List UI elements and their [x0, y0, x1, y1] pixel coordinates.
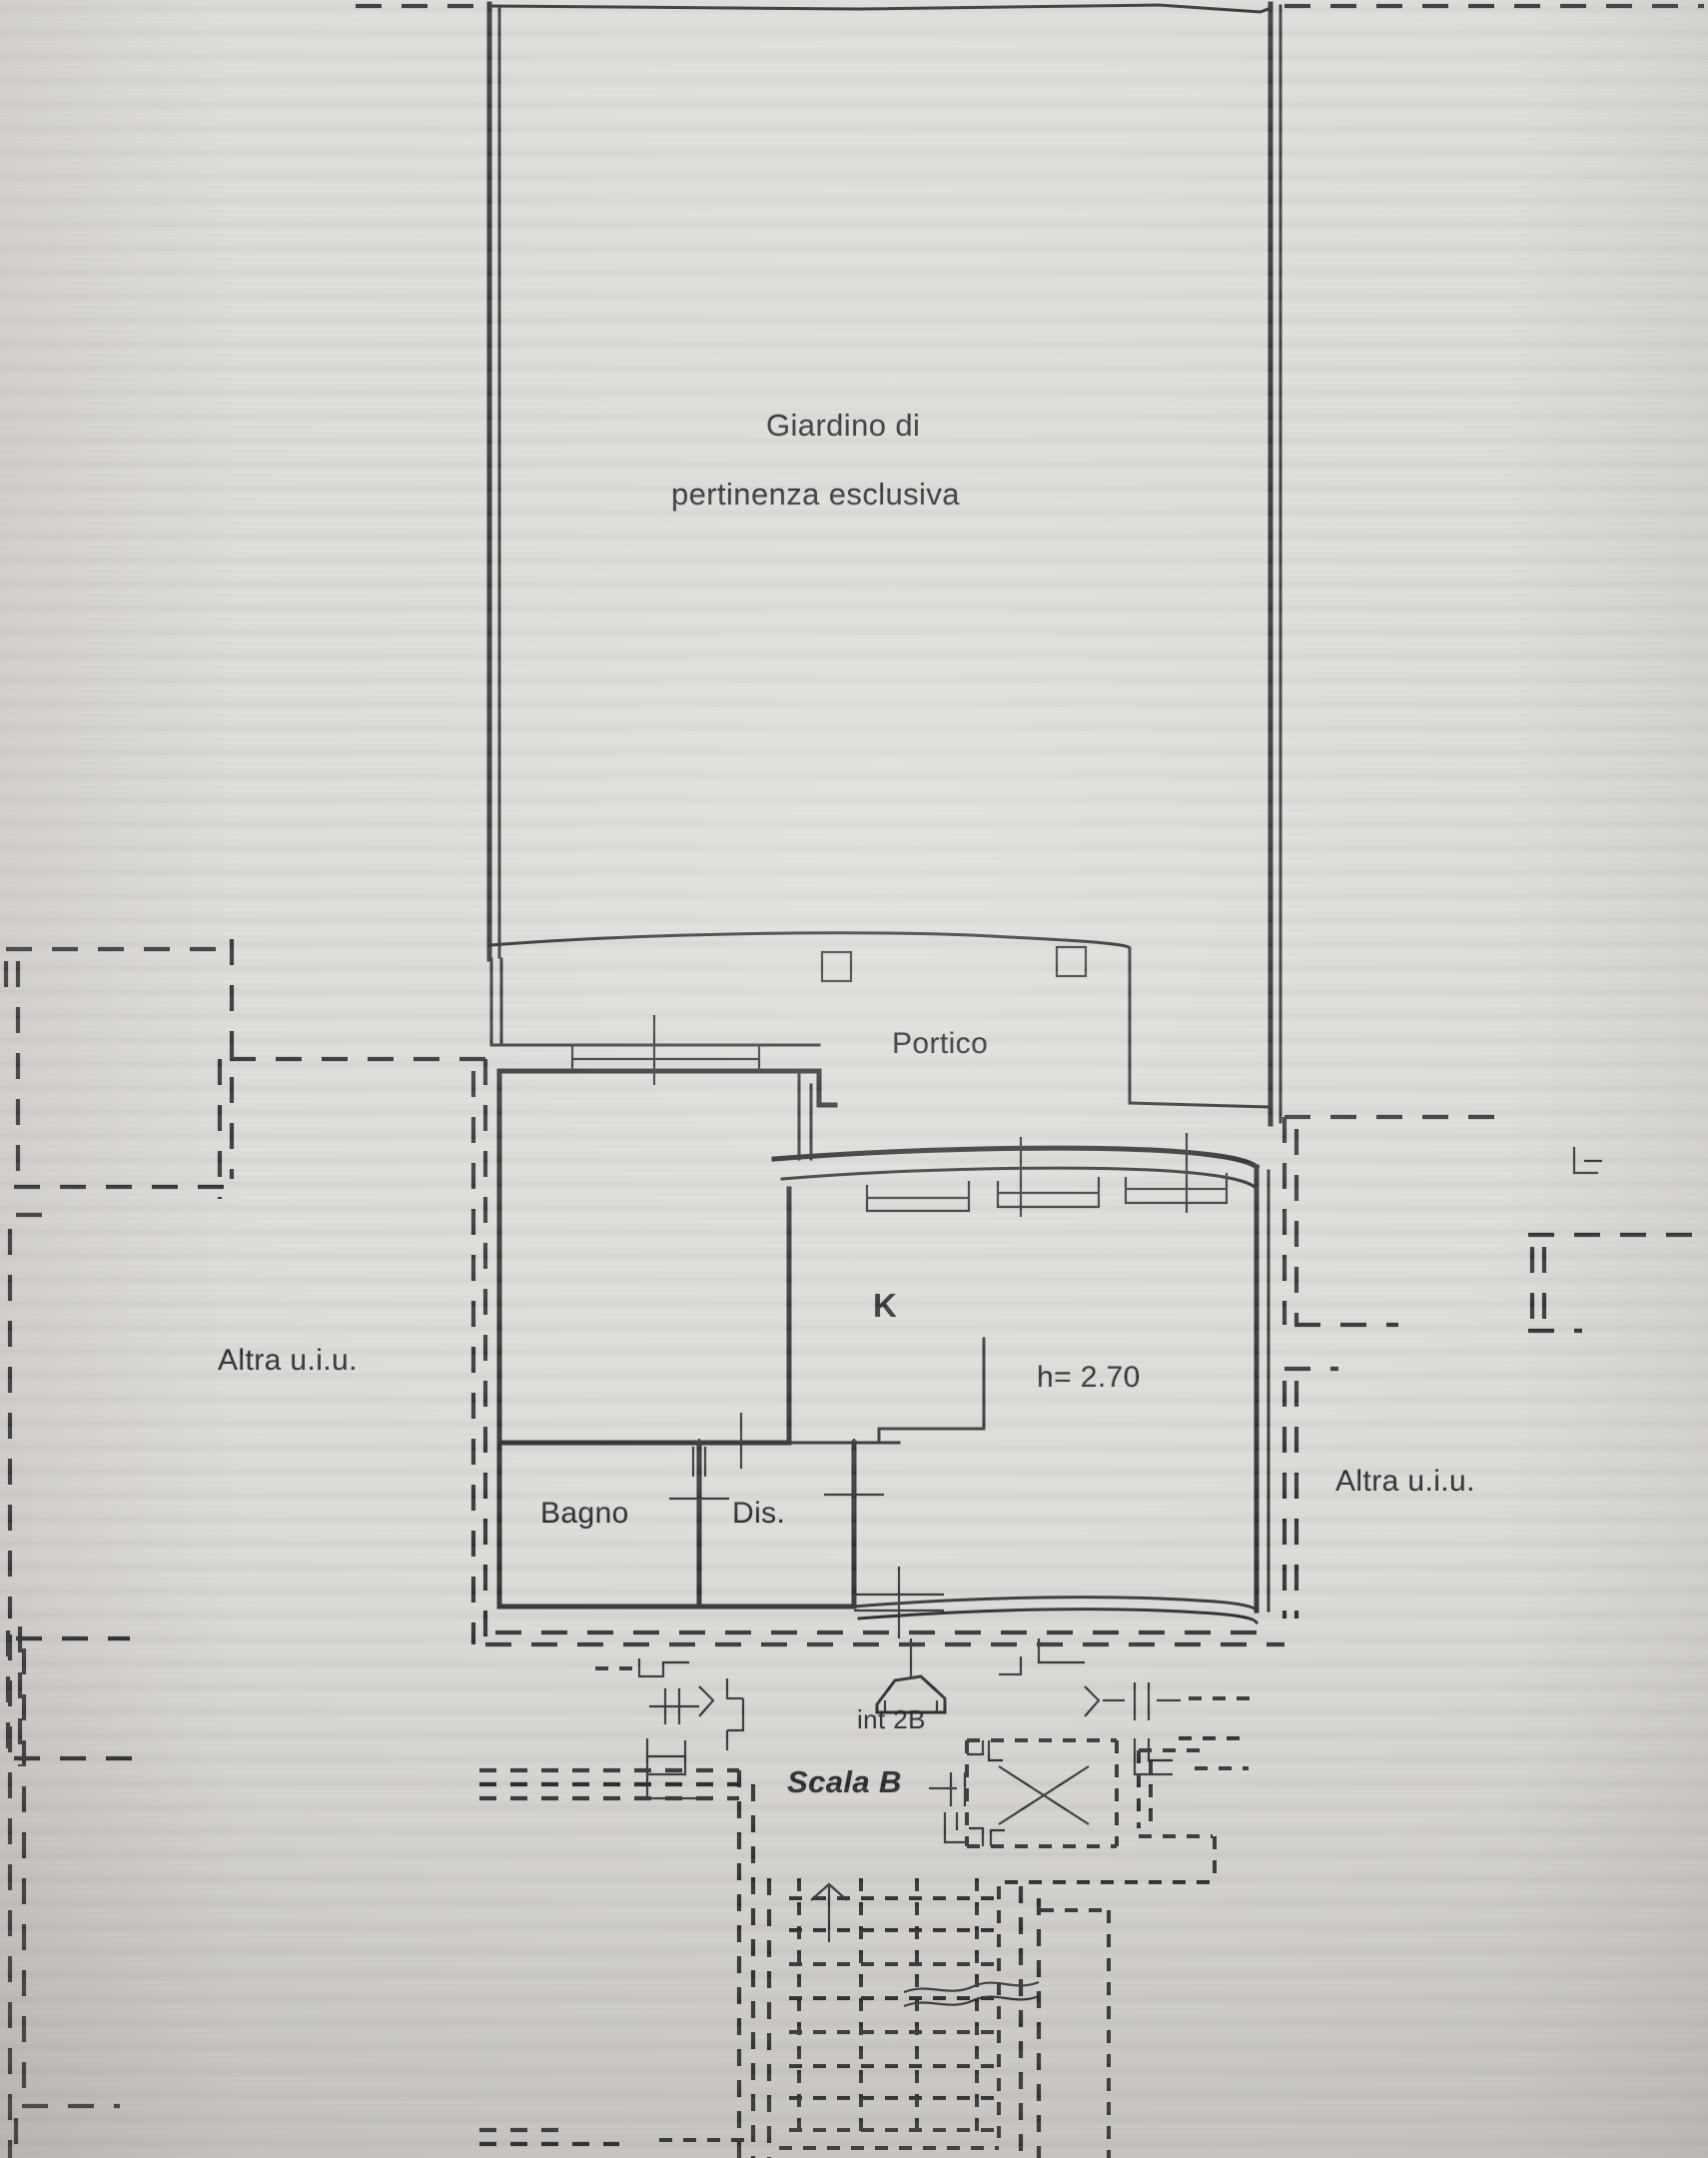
apartment-walls [496, 1015, 1271, 1638]
garden-label-line1: Giardino di [766, 408, 921, 443]
portico-label: Portico [892, 1027, 989, 1060]
door-swing-icon [698, 1678, 745, 1750]
staircase-label: Scala B [787, 1764, 902, 1799]
column-square-icon [820, 950, 853, 983]
neighbour-left-label: Altra u.i.u. [218, 1344, 358, 1377]
stair-grid-icon [479, 1878, 1111, 2158]
ceiling-height-label: h= 2.70 [1037, 1361, 1141, 1394]
dashed-boundary-lower-left [7, 1634, 120, 2158]
scala-b-block [479, 1738, 1217, 2158]
dashed-boundary-right-neighbour [1281, 1114, 1698, 1618]
bathroom-label: Bagno [540, 1497, 629, 1530]
dashed-boundary-left-neighbour [3, 939, 1284, 1766]
door-swing-icon-right [1084, 1682, 1181, 1776]
portico-structure [489, 945, 1088, 1047]
garden-boundary-walls [486, 1, 1282, 1127]
column-square-icon [1055, 945, 1088, 978]
hallway-label: Dis. [732, 1497, 786, 1530]
entrance-landing-symbols [595, 1638, 1259, 1800]
neighbour-right-label: Altra u.i.u. [1335, 1465, 1475, 1498]
kitchen-window-group [865, 1133, 1229, 1217]
garden-label-line2: pertinenza esclusiva [671, 477, 960, 512]
elevator-shaft-x-icon [965, 1738, 1119, 1848]
kitchen-label: K [873, 1287, 898, 1324]
entrance-arrow-icon [875, 1638, 947, 1714]
entrance-label: int 2B [857, 1704, 926, 1734]
